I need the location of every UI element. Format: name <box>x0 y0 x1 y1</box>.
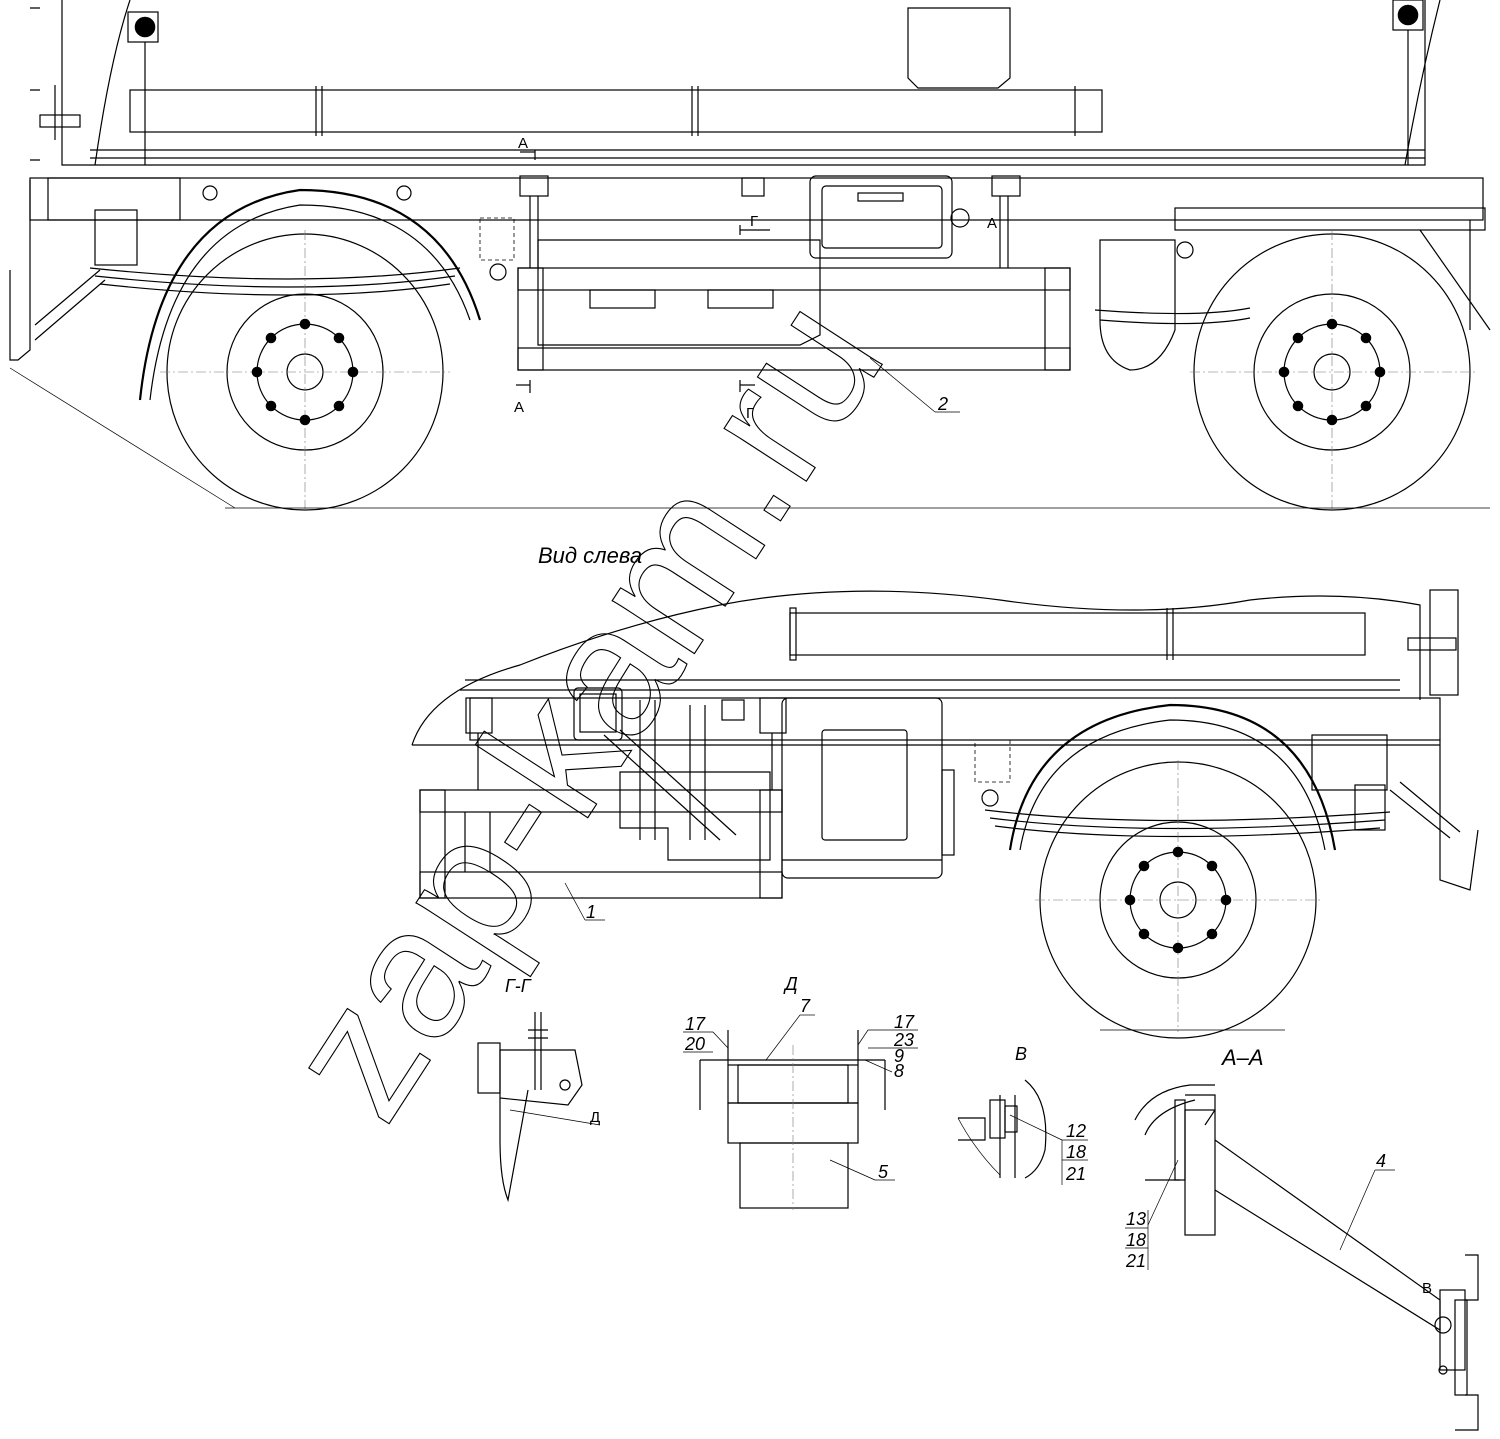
callout-d-right-8: 8 <box>894 1061 904 1081</box>
watermark-text: zap-kam.ru <box>246 264 923 1152</box>
callout-1: 1 <box>586 902 596 922</box>
mark-a-callout: А <box>987 215 997 232</box>
callout-d-left-17: 17 <box>685 1014 706 1034</box>
callout-5: 5 <box>878 1162 889 1182</box>
callout-2: 2 <box>937 394 948 414</box>
view-d: Д 17 20 7 17 23 9 8 5 <box>683 974 918 1210</box>
mark-g-bottom: Г <box>746 405 754 422</box>
view-v: В 12 18 21 <box>957 1044 1088 1185</box>
watermark: zap-kam.ru <box>245 263 923 1152</box>
left-wheel-nuts <box>251 318 359 426</box>
callout-v-12: 12 <box>1066 1121 1086 1141</box>
callout-v-21: 21 <box>1065 1164 1086 1184</box>
right-wheel-nuts <box>1278 318 1386 426</box>
section-gg-title: Г-Г <box>505 976 532 996</box>
view-title: Вид слева <box>538 543 642 568</box>
callout-aa-18: 18 <box>1126 1230 1146 1250</box>
callout-aa-13: 13 <box>1126 1209 1146 1229</box>
callout-d-left-20: 20 <box>684 1034 705 1054</box>
callout-d-right-9: 9 <box>894 1046 904 1066</box>
left-view-wheel-nuts <box>1124 846 1232 954</box>
left-view: 1 <box>411 589 1479 1039</box>
mark-d-callout: Д <box>590 1109 600 1126</box>
callout-d-right-17: 17 <box>894 1012 915 1032</box>
top-view: А А Г Г А 2 <box>9 0 1491 512</box>
callout-4: 4 <box>1376 1151 1386 1171</box>
mark-a-top: А <box>518 135 528 152</box>
callout-7: 7 <box>800 996 811 1016</box>
callout-d-right-23: 23 <box>893 1030 914 1050</box>
callout-v-18: 18 <box>1066 1142 1086 1162</box>
callout-aa-21: 21 <box>1125 1251 1146 1271</box>
section-a-a: А–А В 4 13 18 21 <box>1125 1045 1479 1431</box>
section-g-g: Г-Г Д <box>477 976 600 1203</box>
section-aa-title: А–А <box>1220 1045 1264 1070</box>
view-v-title: В <box>1015 1044 1027 1064</box>
mark-v-callout: В <box>1422 1280 1432 1297</box>
mark-a-bottom: А <box>514 399 524 416</box>
mark-g-top: Г <box>750 213 758 230</box>
view-d-title: Д <box>783 974 798 994</box>
